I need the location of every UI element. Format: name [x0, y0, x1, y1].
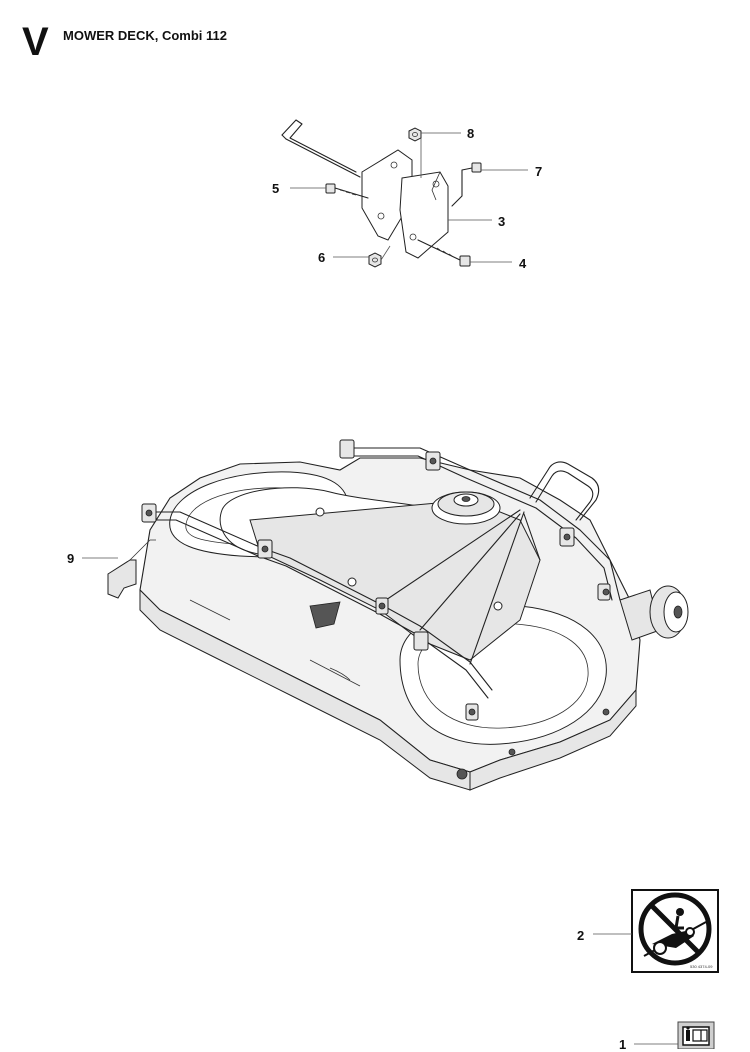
bracket-plate-right — [399, 171, 449, 259]
info-manual-icon — [677, 1021, 715, 1049]
bolt-7 — [451, 162, 482, 207]
pulley — [431, 491, 501, 525]
callout-4: 4 — [519, 256, 527, 271]
sign-part-code: 530 4374-09 — [690, 964, 713, 969]
bracket-plate-left — [361, 149, 413, 241]
bar-fittings — [141, 439, 611, 721]
bolt-4 — [417, 239, 471, 267]
bolt-5 — [325, 183, 369, 199]
section-letter: V — [22, 20, 49, 64]
page-title: MOWER DECK, Combi 112 — [63, 28, 227, 43]
anti-scalp-wheel — [619, 585, 689, 641]
mower-deck — [107, 439, 689, 791]
callout-5: 5 — [272, 181, 280, 196]
nut-6 — [368, 245, 391, 268]
front-hook — [107, 539, 156, 599]
callout-6: 6 — [318, 250, 326, 265]
callout-1: 1 — [619, 1037, 627, 1052]
no-riding-on-slope-icon — [631, 889, 719, 973]
deck-slots — [189, 599, 361, 687]
leader-lines-top — [290, 132, 528, 263]
callout-8: 8 — [467, 126, 475, 141]
bracket-assembly — [281, 119, 482, 268]
callout-2: 2 — [577, 928, 585, 943]
callout-3: 3 — [498, 214, 506, 229]
deck-bolts — [315, 507, 610, 780]
nut-8 — [408, 127, 422, 178]
callout-7: 7 — [535, 164, 543, 179]
callout-9: 9 — [67, 551, 75, 566]
rod-part — [281, 119, 361, 178]
